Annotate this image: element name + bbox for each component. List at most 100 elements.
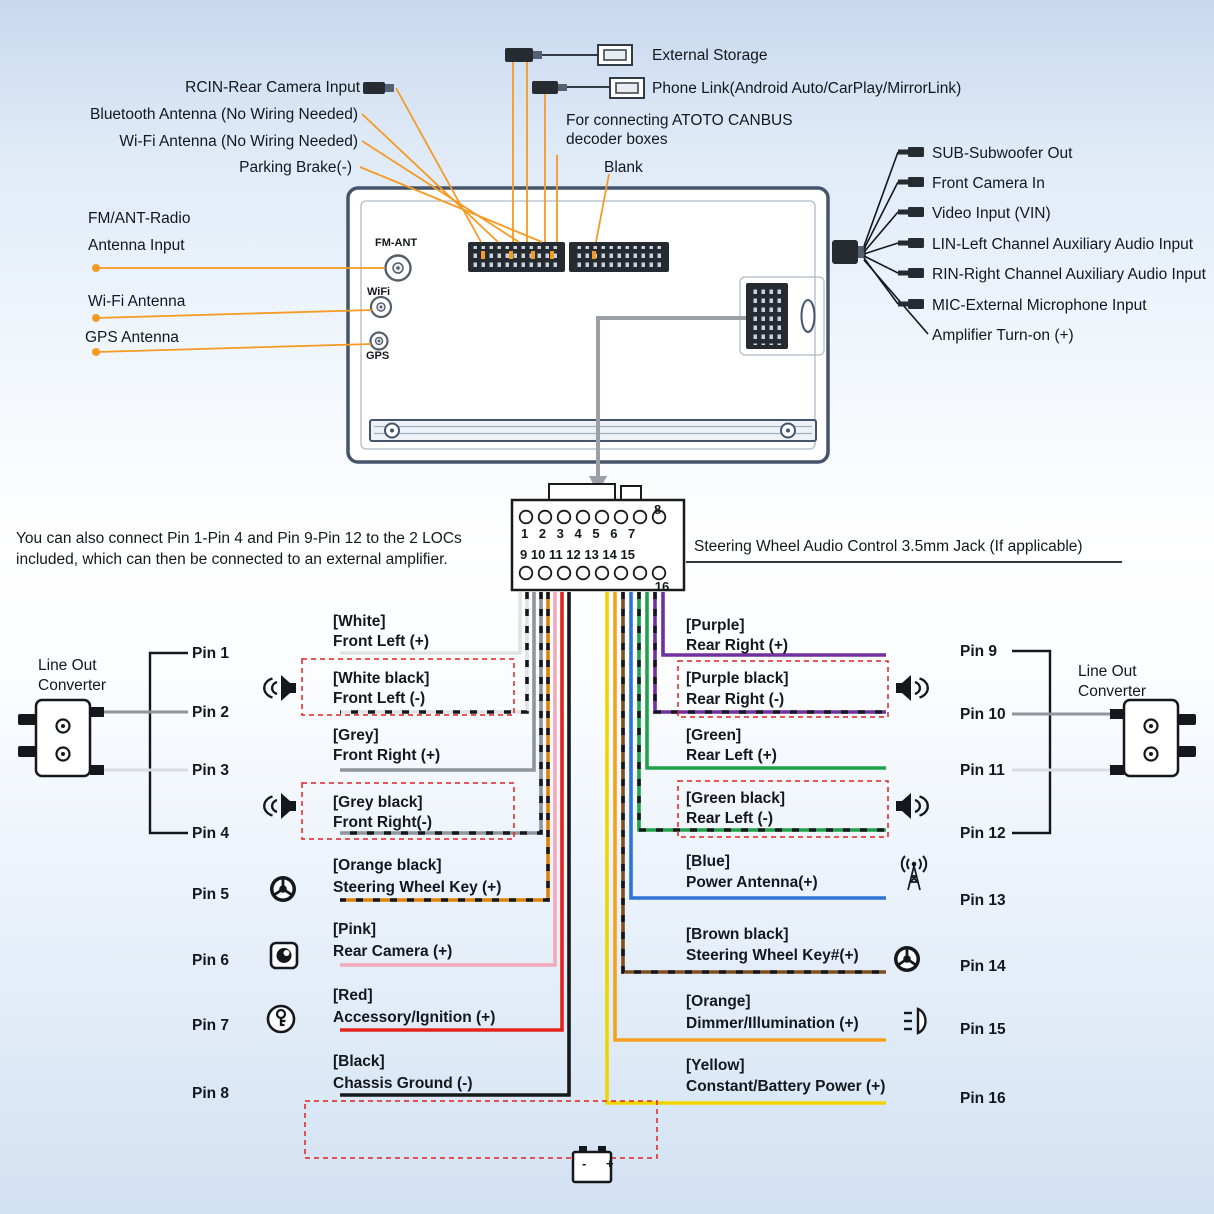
phone-link-label: Phone Link(Android Auto/CarPlay/MirrorLi…: [652, 80, 962, 97]
ignition-icon: [266, 1004, 296, 1034]
wire-func-label: Rear Left (+): [686, 747, 777, 764]
blank-label: Blank: [604, 159, 643, 176]
video-input-label: Video Input (VIN): [932, 205, 1051, 222]
swc-jack-label: Steering Wheel Audio Control 3.5mm Jack …: [694, 538, 1083, 555]
wire-color-label: [Purple]: [686, 617, 745, 634]
pin-label: Pin 8: [192, 1085, 230, 1102]
pin-row1-numbers: 1 2 3 4 5 6 7: [521, 526, 639, 541]
rcin-plug-icon: [363, 82, 394, 94]
speaker-icon: [263, 673, 298, 703]
pin-connector-diagram: [510, 483, 686, 592]
external-storage-label: External Storage: [652, 47, 768, 64]
wire-func-label: Rear Left (-): [686, 810, 773, 827]
wire-func-label: Chassis Ground (-): [333, 1075, 473, 1092]
pin-label: Pin 4: [192, 825, 230, 842]
bluetooth-antenna-label: Bluetooth Antenna (No Wiring Needed): [90, 106, 358, 123]
rca-plug-icons: [898, 147, 924, 309]
wire-func-label: Rear Right (+): [686, 637, 789, 654]
usb-icon: [597, 44, 633, 66]
fm-antenna-jack: [384, 254, 412, 282]
canbus-label-line2: decoder boxes: [566, 131, 668, 148]
rin-label: RIN-Right Channel Auxiliary Audio Input: [932, 266, 1206, 283]
wire-func-label: Front Left (-): [333, 690, 426, 707]
pin-label: Pin 11: [960, 762, 1005, 779]
power-antenna-icon: [900, 855, 928, 891]
rca-fan-lines: [863, 151, 929, 335]
pin-label: Pin 5: [192, 886, 230, 903]
battery-icon: [571, 1146, 613, 1184]
wire-color-label: [Orange black]: [333, 857, 442, 874]
wire-color-label: [White]: [333, 613, 386, 630]
line-out-converter-left-label-line1: Line Out: [38, 657, 97, 674]
wire-func-label: Constant/Battery Power (+): [686, 1078, 886, 1095]
wire-color-label: [Purple black]: [686, 670, 789, 687]
wire-func-label: Front Left (+): [333, 633, 429, 650]
wire-func-label: Accessory/Ignition (+): [333, 1009, 496, 1026]
line-out-converter-left-label-line2: Converter: [38, 677, 107, 694]
pin-label: Pin 10: [960, 706, 1006, 723]
wire-func-label: Power Antenna(+): [686, 874, 818, 891]
pin-label: Pin 2: [192, 704, 230, 721]
phone-link-cable: [532, 77, 645, 99]
amp-turnon-label: Amplifier Turn-on (+): [932, 327, 1074, 344]
speaker-icon: [263, 791, 298, 821]
wifi-port-label: WiFi: [367, 286, 391, 298]
wire-color-label: [Yellow]: [686, 1057, 745, 1074]
right-pin-bracket: [1012, 649, 1110, 835]
pin8-number: 8: [654, 502, 662, 517]
wire-color-label: [Red]: [333, 987, 373, 1004]
wire-func-label: Front Right (+): [333, 747, 441, 764]
pin-label: Pin 3: [192, 762, 230, 779]
pin-label: Pin 1: [192, 645, 230, 662]
harness-socket: [739, 276, 825, 356]
wire-color-label: [Black]: [333, 1053, 385, 1070]
gps-antenna-jack: [369, 331, 389, 351]
wire-color-label: [Green black]: [686, 790, 786, 807]
pin-label: Pin 13: [960, 892, 1006, 909]
usb-icon: [609, 77, 645, 99]
wire-color-label: [Pink]: [333, 921, 377, 938]
pin-label: Pin 16: [960, 1090, 1006, 1107]
wire-color-label: [Grey]: [333, 727, 379, 744]
dashed-boxes: [301, 658, 889, 1159]
pin16-number: 16: [654, 579, 670, 594]
headlight-icon: [902, 1007, 927, 1035]
wire-func-label: Front Right(-): [333, 814, 432, 831]
speaker-icon: [894, 791, 929, 821]
front-camera-label: Front Camera In: [932, 175, 1045, 192]
gps-antenna-label: GPS Antenna: [85, 329, 179, 346]
wire-color-label: [Orange]: [686, 993, 751, 1010]
wifi-antenna-nw-label: Wi-Fi Antenna (No Wiring Needed): [119, 133, 358, 150]
pin-label: Pin 6: [192, 952, 230, 969]
rear-camera-icon: [269, 941, 299, 970]
steering-wheel-icon: [892, 944, 922, 974]
connector-pin-highlights: [481, 251, 596, 259]
av-plug: [832, 240, 866, 264]
line-out-converter-right-label-line2: Converter: [1078, 683, 1147, 700]
connector-block-b: [569, 242, 669, 272]
pin-label: Pin 15: [960, 1021, 1006, 1038]
fm-antenna-label-line2: Antenna Input: [88, 237, 185, 254]
mic-label: MIC-External Microphone Input: [932, 297, 1147, 314]
left-pin-bracket: [104, 651, 188, 835]
loc-note-line2: included, which can then be connected to…: [16, 551, 448, 568]
loc-note-line1: You can also connect Pin 1-Pin 4 and Pin…: [16, 530, 462, 547]
battery-terminal-labels: - +: [582, 1156, 622, 1171]
lead-lines: [95, 62, 610, 353]
wire-color-label: [Green]: [686, 727, 742, 744]
pin-label: Pin 12: [960, 825, 1006, 842]
pin-label: Pin 7: [192, 1017, 230, 1034]
wire-func-label: Steering Wheel Key (+): [333, 879, 502, 896]
wire-func-label: Rear Right (-): [686, 691, 785, 708]
external-storage-cable: [505, 44, 633, 66]
left-wires: [340, 592, 571, 1097]
wire-func-label: Rear Camera (+): [333, 943, 453, 960]
gps-port-label: GPS: [366, 350, 390, 362]
wire-color-label: [White black]: [333, 670, 430, 687]
canbus-label-line1: For connecting ATOTO CANBUS: [566, 112, 793, 129]
pin-label: Pin 14: [960, 958, 1006, 975]
connector-block-a: [468, 242, 565, 272]
rcin-label: RCIN-Rear Camera Input: [185, 79, 360, 96]
